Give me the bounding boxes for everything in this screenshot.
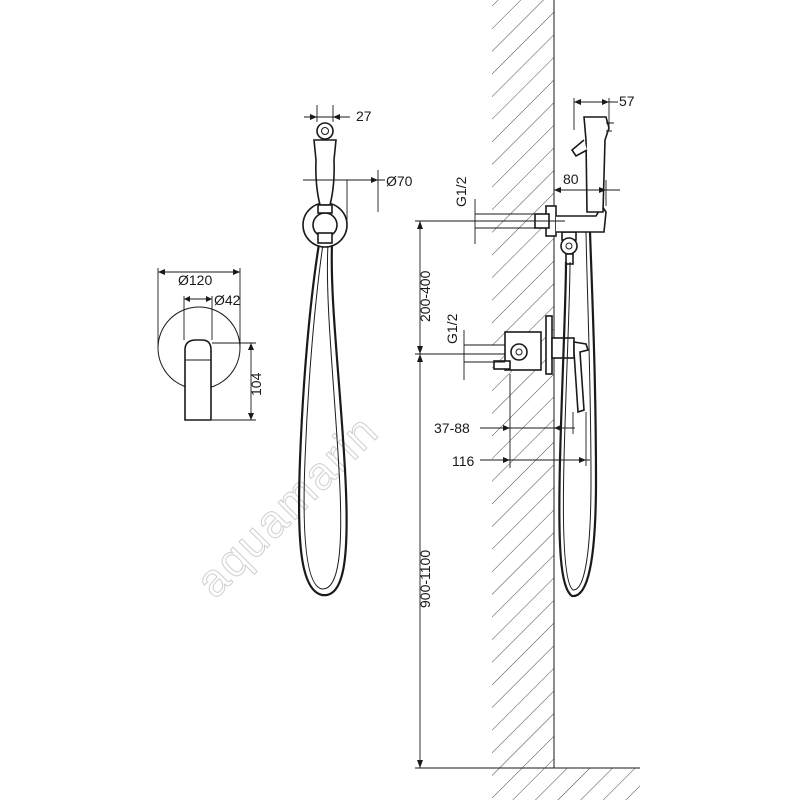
dim-thread-bottom: G1/2: [444, 313, 460, 344]
dim-mixer-depth: 37-88: [434, 420, 470, 436]
side-view-installation: [415, 98, 620, 769]
dim-height-range-top: 200-400: [417, 270, 433, 322]
dim-install-height: 900-1100: [417, 550, 433, 608]
hand-shower-front-view: [297, 105, 385, 597]
watermark: aquamarin: [185, 404, 388, 607]
dim-handle-diameter: Ø42: [214, 292, 241, 308]
dim-front-hand-width: 27: [356, 108, 372, 124]
dim-plate-diameter: Ø120: [178, 272, 212, 288]
dim-side-hand-width: 57: [619, 93, 635, 109]
dim-thread-top: G1/2: [453, 176, 469, 207]
dim-mixer-projection: 116: [452, 453, 475, 469]
dim-lever-height: 104: [248, 372, 264, 396]
mixer-front-view: [157, 268, 256, 421]
dim-holder-offset: 80: [563, 171, 579, 187]
dim-holder-diameter: Ø70: [386, 173, 413, 189]
wall-section: [492, 0, 640, 800]
